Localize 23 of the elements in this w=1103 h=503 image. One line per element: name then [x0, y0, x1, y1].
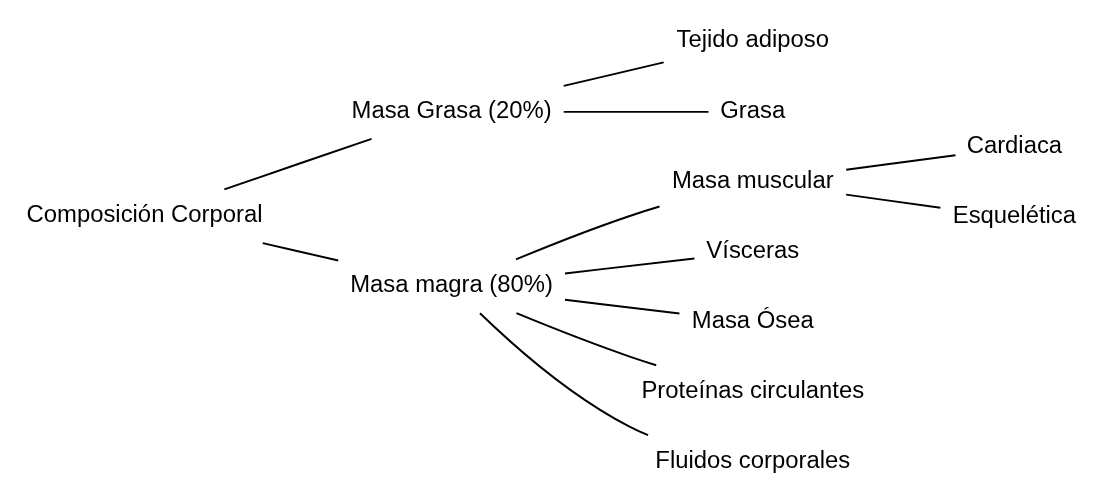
node-text: Masa magra (80%)	[350, 269, 553, 297]
connector	[223, 137, 373, 190]
connector	[845, 193, 942, 209]
node-text: Fluidos corporales	[655, 445, 851, 473]
connector	[845, 153, 957, 171]
connector	[562, 60, 665, 87]
connector	[515, 311, 658, 366]
node-text: Masa muscular	[671, 165, 834, 193]
node-text: Esquelética	[952, 200, 1077, 228]
node-text: Masa Grasa (20%)	[351, 95, 552, 123]
connector	[564, 257, 696, 274]
node-text: Composición Corporal	[26, 199, 263, 227]
connector	[562, 110, 710, 113]
node-text: Proteínas circulantes	[641, 375, 865, 403]
connector	[564, 298, 681, 314]
node-text: Tejido adiposo	[676, 24, 829, 52]
connector	[479, 311, 650, 436]
node-text: Grasa	[720, 95, 786, 123]
node-text: Masa Ósea	[691, 305, 814, 333]
connector	[515, 205, 661, 260]
node-text: Cardiaca	[966, 130, 1063, 158]
node-text: Vísceras	[706, 235, 800, 263]
connector	[261, 241, 340, 261]
